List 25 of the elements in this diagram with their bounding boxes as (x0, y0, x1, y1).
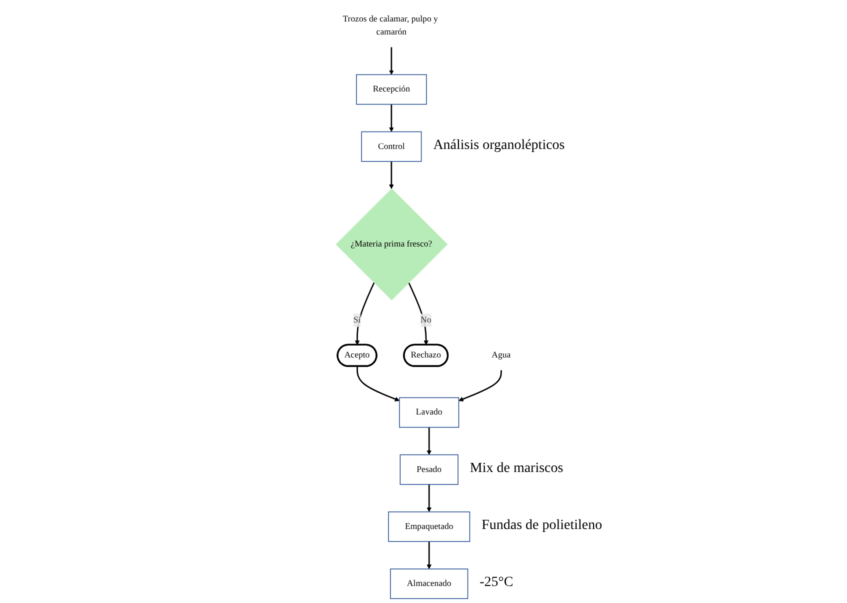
arrow (426, 427, 432, 455)
arrow (354, 282, 375, 346)
edge-label: Si (353, 315, 361, 325)
node-box: Almacenado (390, 568, 468, 600)
node-text: Agua (492, 350, 511, 360)
node-box: Empaquetado (388, 511, 470, 542)
arrow (388, 161, 394, 190)
edge-label: No (420, 315, 432, 325)
note-text: Análisis organolépticos (433, 138, 565, 154)
arrow (426, 542, 432, 570)
arrow (388, 47, 394, 75)
arrow (356, 366, 400, 402)
note-text: Fundas de polietileno (482, 518, 602, 534)
node-box: Recepción (356, 74, 427, 105)
note-text: -25°C (480, 574, 514, 591)
arrow (388, 104, 394, 132)
node-box: Control (361, 131, 422, 162)
node-text: Trozos de calamar, pulpo y camarón (342, 14, 438, 37)
arrow (408, 282, 428, 346)
arrow (426, 484, 432, 512)
node-box: Pesado (400, 454, 458, 485)
node-box: Lavado (398, 397, 460, 428)
node-diamond: ¿Materia prima fresco? (336, 188, 448, 300)
note-text: Mix de mariscos (470, 460, 564, 477)
arrow (458, 370, 502, 402)
